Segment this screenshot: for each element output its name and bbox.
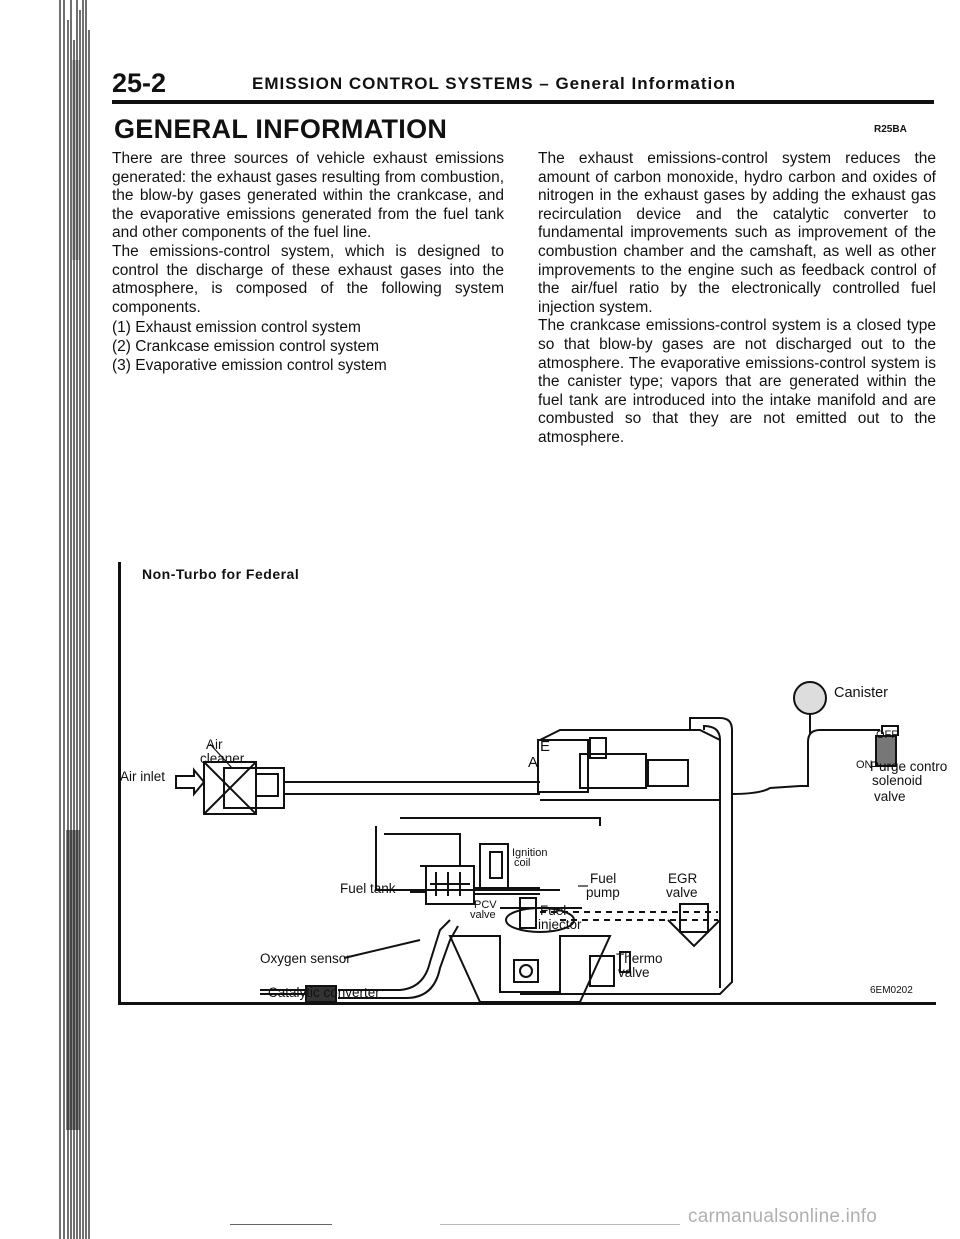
label-air-inlet: Air inlet [120, 769, 166, 784]
label-egr-1: EGR [668, 871, 698, 886]
label-air-2: cleaner [200, 751, 245, 766]
label-thermo-1: Thermo [616, 951, 663, 966]
engine-block-shape [448, 935, 612, 1003]
figure-frame-left [118, 562, 121, 1004]
figure-code: 6EM0202 [870, 985, 913, 996]
canister-shape [793, 681, 827, 715]
figure-title: Non-Turbo for Federal [142, 566, 300, 582]
label-canister: Canister [834, 685, 888, 701]
list-item: (2) Crankcase emission control system [112, 337, 380, 355]
label-oxygen-sensor: Oxygen sensor [260, 951, 351, 966]
right-paragraph-2: The crankcase emissions-control system i… [538, 317, 936, 446]
label-ignition-1: Ignition [512, 847, 548, 859]
label-egr-2: valve [666, 885, 698, 900]
ignition-coil-shape [479, 843, 509, 891]
left-column: There are three sources of vehicle exhau… [112, 150, 504, 375]
label-letter-a: A [528, 754, 539, 771]
label-thermo-2: valve [618, 965, 650, 980]
air-inlet-arrow [175, 767, 206, 797]
label-fuel-injector-2: injector [538, 917, 582, 932]
page-number: 25-2 [112, 68, 167, 98]
list-item: (1) Exhaust emission control system [112, 319, 361, 337]
intake-manifold-shape [537, 739, 589, 793]
fuel-tank-shape [425, 865, 475, 905]
label-fuel-injector-1: Fuel [540, 903, 567, 918]
label-ignition-2: coil [514, 857, 531, 869]
watermark: carmanualsonline.info [688, 1206, 878, 1227]
left-paragraph-1: There are three sources of vehicle exhau… [112, 150, 504, 242]
left-paragraph-2: The emissions-control system, which is d… [112, 242, 504, 316]
right-column: The exhaust emissions-control system red… [538, 150, 936, 448]
label-pcv-2: valve [470, 909, 496, 921]
label-purge-1: Purge contro [870, 759, 948, 774]
label-letter-e: E [540, 738, 551, 755]
right-paragraph-1: The exhaust emissions-control system red… [538, 150, 936, 316]
label-air-1: Air [206, 737, 223, 752]
label-pcv-1: PCV [474, 899, 497, 911]
label-catalytic-converter: Catalytic converter [268, 985, 380, 1000]
label-on: ON [856, 759, 873, 771]
label-fuel-pump-1: Fuel [590, 871, 617, 886]
egr-valve-shape [679, 903, 709, 933]
section-title: EMISSION CONTROL SYSTEMS – General Infor… [252, 74, 736, 93]
figure-frame-bottom [118, 1002, 936, 1005]
label-purge-2: solenoid [872, 773, 923, 788]
footer-rule-right [440, 1224, 680, 1225]
list-item: (3) Evaporative emission control system [112, 356, 387, 374]
emission-system-diagram: Air cleaner Air inlet Canister OFF ON Pu… [120, 590, 947, 1003]
footer-rule-left [230, 1224, 332, 1225]
label-fuel-pump-2: pump [586, 885, 620, 900]
label-fuel-tank: Fuel tank [340, 881, 396, 896]
page-title: GENERAL INFORMATION [114, 114, 448, 144]
diagram-drawing [175, 681, 899, 1003]
fuel-injector-shape [519, 897, 537, 929]
page-header: 25-2 EMISSION CONTROL SYSTEMS – General … [112, 66, 934, 104]
purge-solenoid-shape [875, 735, 897, 767]
reference-code: R25BA [874, 124, 907, 135]
label-purge-3: valve [874, 789, 906, 804]
thermo-valve-shape [589, 955, 615, 987]
binding-edge [48, 0, 96, 1239]
label-off: OFF [876, 729, 898, 741]
